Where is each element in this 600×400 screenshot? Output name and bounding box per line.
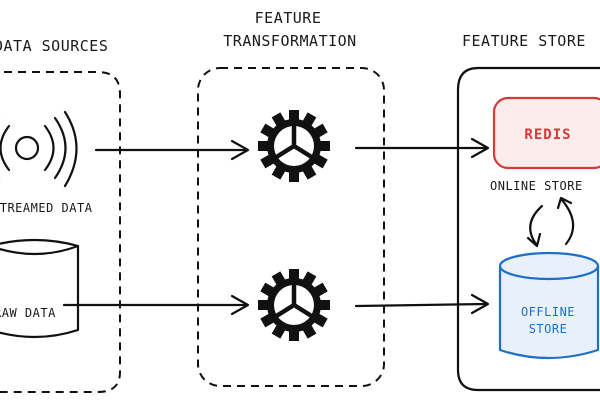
arrow-raw-to-transform xyxy=(62,294,250,316)
broadcast-icon xyxy=(0,110,78,188)
feature-transformation-title-line1: FEATURE xyxy=(255,9,322,27)
gear-icon xyxy=(258,269,330,341)
offline-store-label-line2: STORE xyxy=(529,322,568,336)
arrow-streamed-to-transform xyxy=(94,139,250,161)
streamed-data-label: STREAMED DATA xyxy=(0,201,93,215)
redis-label: REDIS xyxy=(524,127,571,143)
gear-icon xyxy=(258,110,330,182)
feature-transformation-title-line2: TRANSFORMATION xyxy=(223,32,356,50)
offline-store-cylinder xyxy=(498,251,600,360)
raw-data-label: RAW DATA xyxy=(0,306,56,320)
data-sources-container xyxy=(0,71,121,393)
feature-store-container xyxy=(456,66,600,392)
arrow-transform-to-online xyxy=(354,137,490,159)
sync-arrows-icon xyxy=(526,196,575,248)
redis-online-store-box xyxy=(492,96,600,170)
online-store-label: ONLINE STORE xyxy=(490,179,583,193)
feature-store-title: FEATURE STORE xyxy=(462,32,586,50)
arrow-transform-to-offline xyxy=(354,293,490,315)
offline-store-label-line1: OFFLINE xyxy=(521,305,575,319)
database-icon xyxy=(0,238,80,339)
feature-transformation-container xyxy=(197,67,385,387)
data-sources-title: DATA SOURCES xyxy=(0,37,108,55)
